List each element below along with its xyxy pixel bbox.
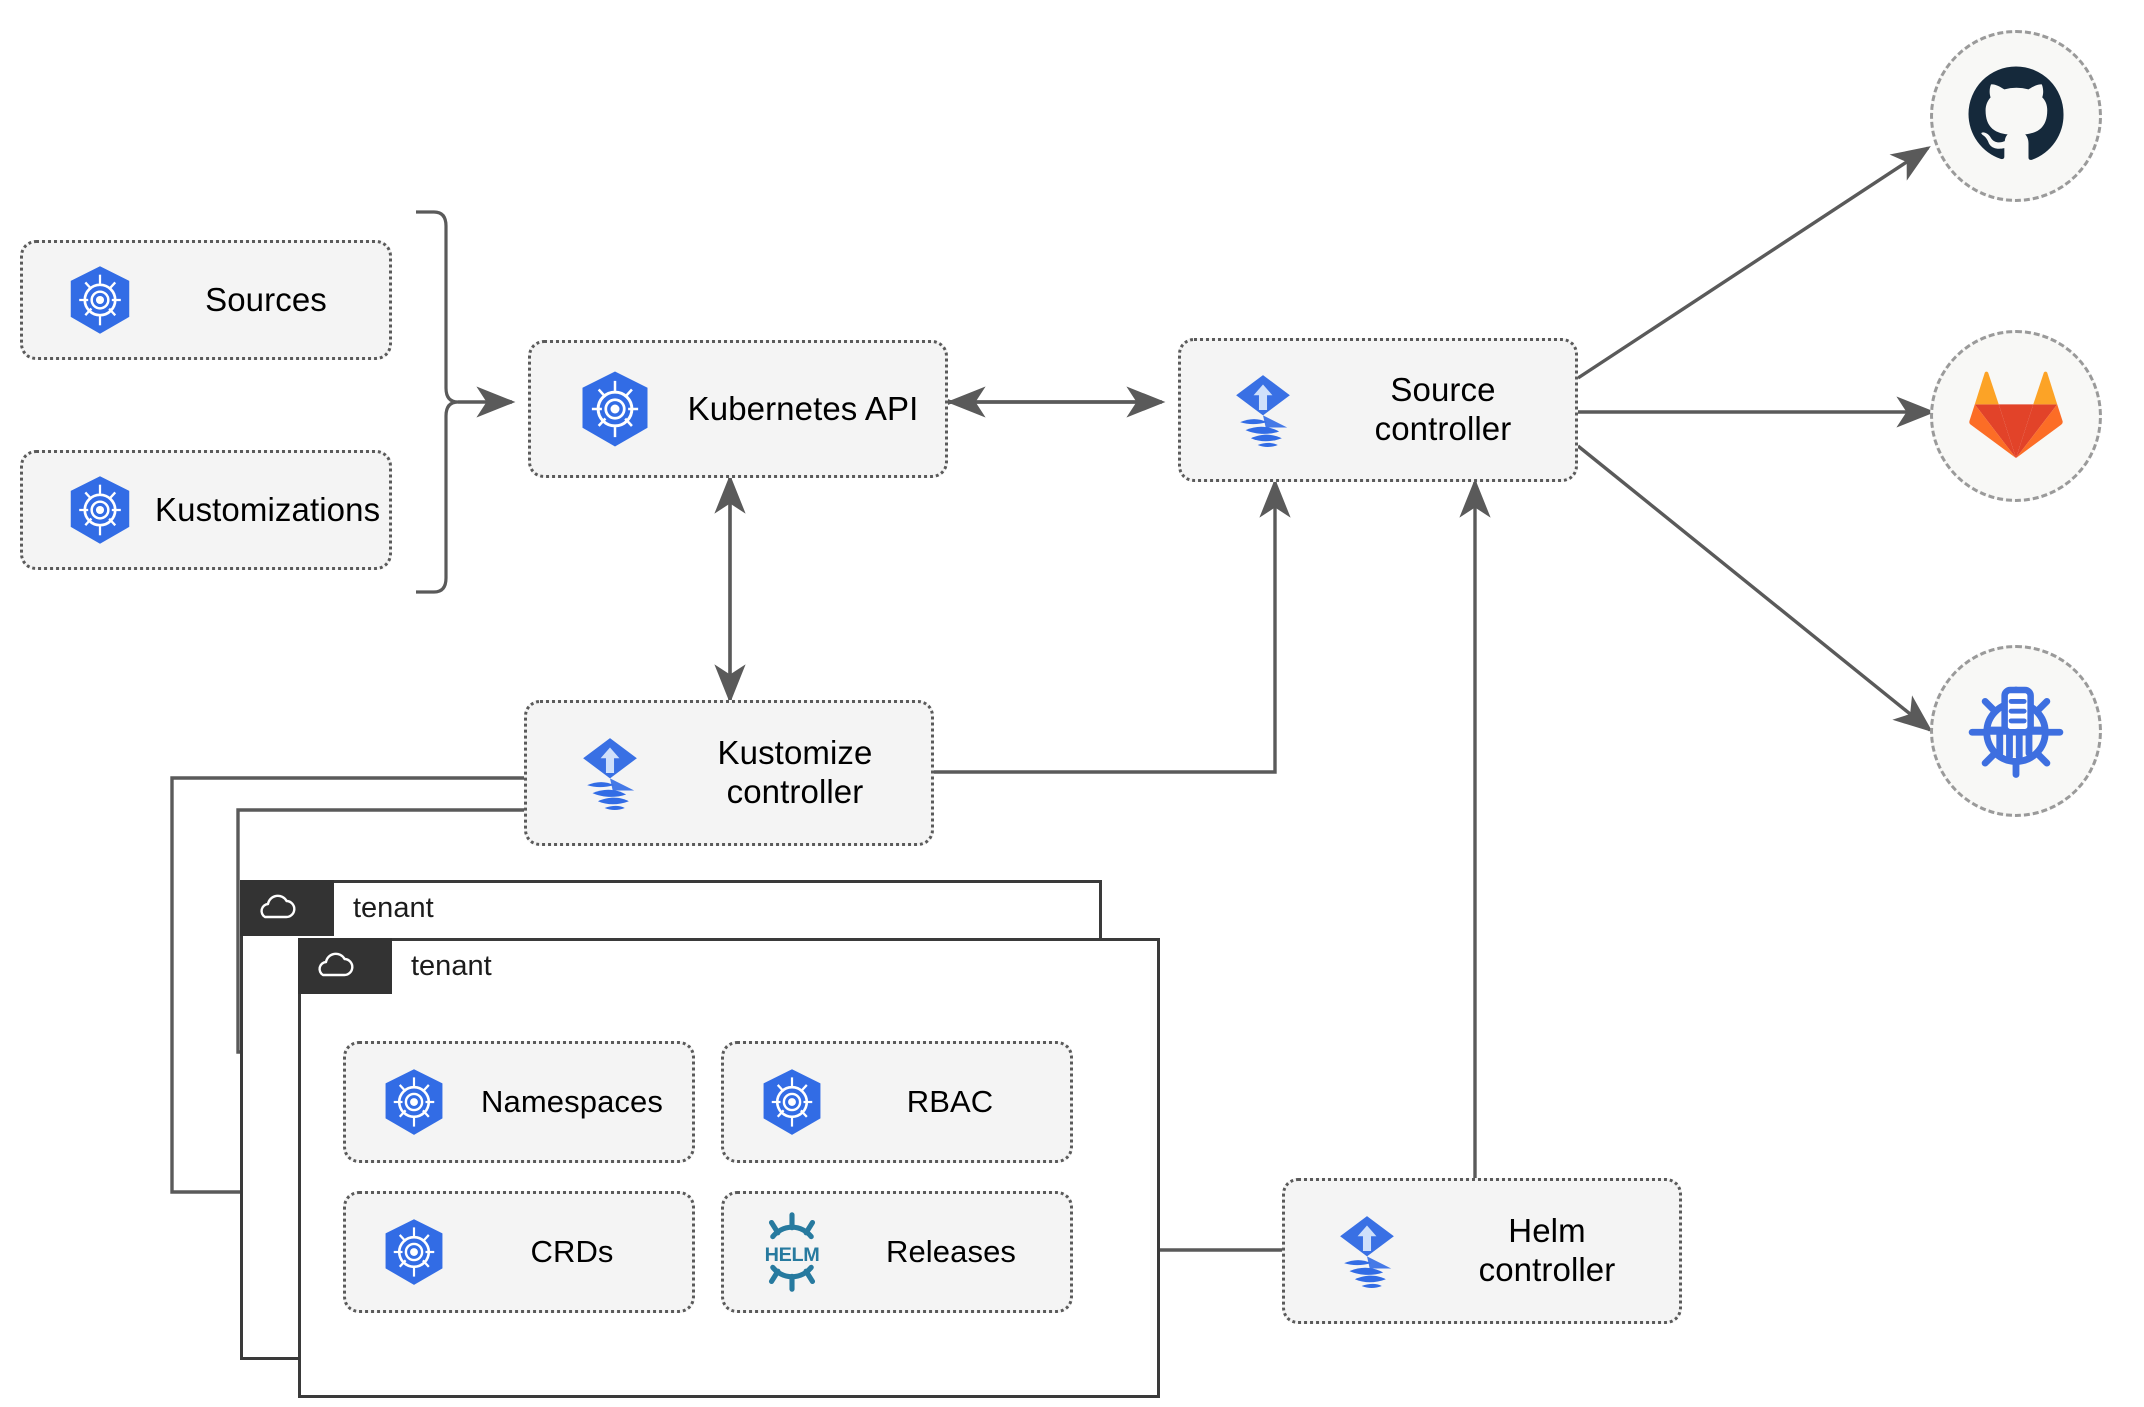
cloud-icon [312,949,356,984]
kubernetes-icon [531,369,673,449]
helm-icon: HELM [724,1211,844,1293]
endpoint-github[interactable] [1930,30,2102,202]
node-label: Namespaces [481,1083,663,1119]
node-sources[interactable]: Sources [20,240,392,360]
flux-icon [527,730,671,816]
node-label: Helm controller [1478,1212,1616,1288]
tenant-tab-outer [240,880,334,936]
node-kustomizations[interactable]: Kustomizations [20,450,392,570]
node-kustomize-controller[interactable]: Kustomize controller [524,700,934,846]
node-label: Kubernetes API [687,389,919,427]
node-label: Sources [205,280,327,318]
kubernetes-icon [23,474,155,546]
node-label: Source controller [1374,371,1512,447]
node-label: Releases [885,1233,1017,1269]
cloud-icon [254,891,298,926]
kubernetes-icon [346,1217,464,1287]
tenant-container-inner[interactable]: tenant [298,938,1160,1398]
node-label: Kustomize controller [717,734,873,810]
node-label: Kustomizations [155,490,381,528]
node-label: RBAC [906,1083,994,1119]
endpoint-gitlab[interactable] [1930,330,2102,502]
node-helm-controller[interactable]: Helm controller [1282,1178,1682,1324]
gitlab-icon [1968,368,2064,465]
kubernetes-icon [23,264,155,336]
svg-text:HELM: HELM [765,1244,820,1266]
tenant-resource-namespaces[interactable]: Namespaces [343,1041,695,1163]
kubernetes-icon [724,1067,842,1137]
node-kubernetes-api[interactable]: Kubernetes API [528,340,948,478]
endpoint-bucket[interactable] [1930,645,2102,817]
kubernetes-icon [346,1067,464,1137]
tenant-resource-crds[interactable]: CRDs [343,1191,695,1313]
flux-icon [1285,1208,1427,1294]
tenant-resource-releases[interactable]: HELM Releases [721,1191,1073,1313]
tenant-label-inner: tenant [411,949,492,982]
node-label: CRDs [530,1233,614,1269]
tenant-label-outer: tenant [353,891,434,924]
flux-icon [1181,367,1323,453]
helm-repository-icon [1964,677,2068,786]
node-source-controller[interactable]: Source controller [1178,338,1578,482]
tenant-tab-inner [298,938,392,994]
github-icon [1966,64,2066,169]
tenant-resource-rbac[interactable]: RBAC [721,1041,1073,1163]
